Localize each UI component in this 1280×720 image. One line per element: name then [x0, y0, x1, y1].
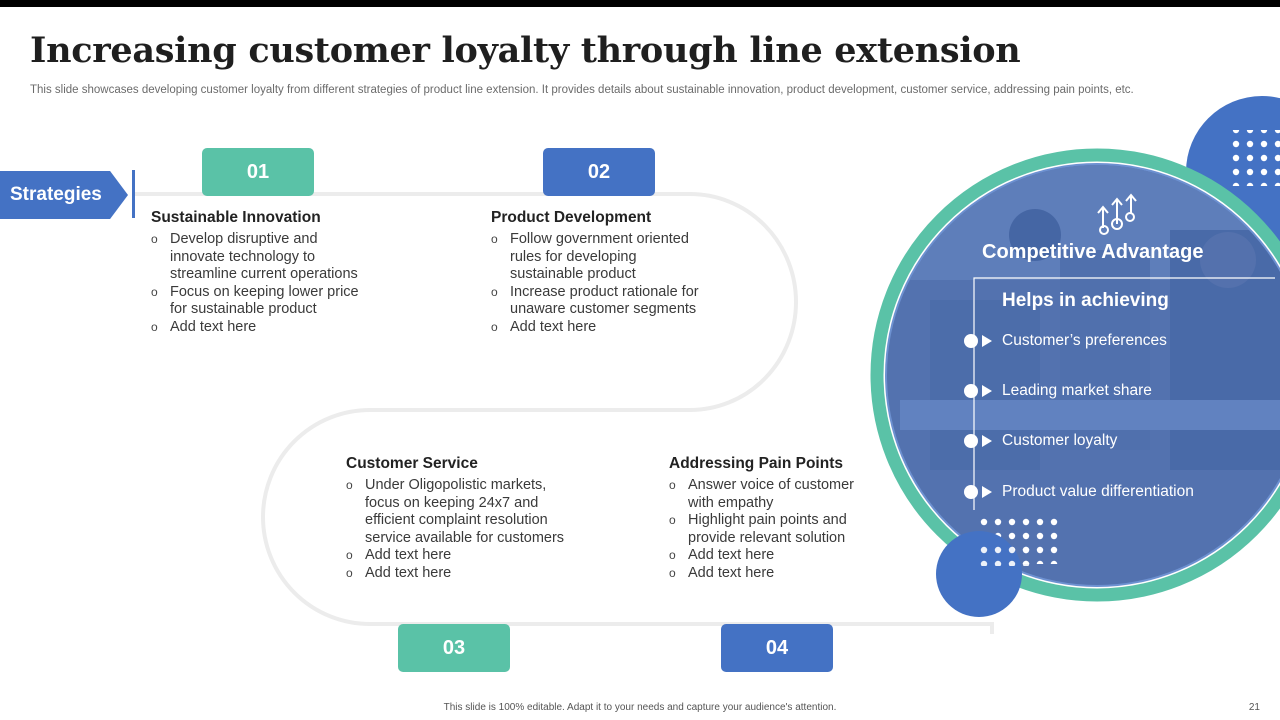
bullet-text-line: Answer voice of customer [688, 477, 855, 493]
bullet-text-line: with empathy [688, 494, 774, 511]
bullet-item: o Add text here [346, 547, 564, 565]
bullet-text-line: Add text here [688, 564, 775, 581]
bullet-text-line: Add text here [170, 318, 257, 335]
bullet-marker: o [346, 478, 353, 492]
bullet-text-line: Highlight pain points and [688, 512, 847, 529]
bullet-text-line: Add text here [365, 547, 452, 564]
bullet-item: o Add text here [669, 565, 854, 583]
step-number-02: 02 [543, 148, 655, 196]
bullet-text-line: service available for customers [365, 529, 565, 546]
step-number-03: 03 [398, 624, 510, 672]
decor-dots-top [1230, 130, 1280, 186]
bullet-marker: o [151, 319, 158, 334]
top-bar [0, 0, 1280, 7]
bullet-marker: o [669, 513, 676, 528]
strategies-divider [132, 170, 135, 218]
bullet-text-line: sustainable product [510, 266, 636, 283]
competitive-advantage-title: Competitive Advantage [982, 241, 1204, 263]
bullet-item: o Add text here [151, 319, 359, 337]
helps-heading: Helps in achieving [1002, 290, 1169, 311]
bullet-item: o Add text here [346, 565, 564, 583]
advantage-item: Customer loyalty [1002, 432, 1118, 449]
step-number-01: 01 [202, 148, 314, 196]
page-number: 21 [1248, 702, 1260, 713]
bullet-text-line: Add text here [365, 564, 452, 581]
bullet-marker: o [346, 565, 353, 580]
strategies-tag: Strategies [0, 171, 128, 219]
bullet-text-line: Add text here [688, 547, 775, 564]
advantage-item: Product value differentiation [1002, 483, 1194, 500]
bullet-text-line: Focus on keeping lower price [170, 283, 359, 300]
bullet-text-line: efficient complaint resolution [365, 512, 548, 529]
bullet-text-line: Follow government oriented [510, 231, 689, 247]
bullet-text-line: provide relevant solution [688, 529, 846, 546]
bullet-item: o Add text here [491, 319, 699, 337]
bullet-text-line: Develop disruptive and [170, 231, 318, 247]
step-block-customer-service: Customer Service o Under Oligopolistic ma… [346, 455, 564, 583]
page-subtitle: This slide showcases developing customer… [30, 84, 1134, 96]
list-markers [964, 334, 992, 499]
bullet-text-line: innovate technology to [170, 248, 316, 265]
advantage-item: Leading market share [1002, 382, 1152, 399]
step-heading: Product Development [491, 209, 652, 226]
advantage-item: Customer’s preferences [1002, 332, 1167, 349]
bullet-text-line: for sustainable product [170, 301, 317, 318]
bullet-marker: o [346, 548, 353, 563]
strategies-label: Strategies [10, 184, 102, 205]
step-block-addressing-pain-points: Addressing Pain Points o Answer voice of … [669, 455, 854, 583]
growth-arrows-gears-icon [1097, 193, 1137, 235]
step-heading: Addressing Pain Points [669, 455, 843, 472]
bullet-item: o Add text here [669, 547, 854, 565]
step-bullets: o Under Oligopolistic markets,focus on ke… [346, 477, 564, 583]
bullet-text-line: streamline current operations [170, 266, 358, 283]
bullet-item: o Under Oligopolistic markets,focus on ke… [346, 477, 564, 547]
bullet-marker: o [669, 548, 676, 563]
bullet-text-line: Under Oligopolistic markets, [365, 477, 547, 493]
bullet-marker: o [151, 284, 158, 299]
bullet-marker: o [151, 232, 158, 246]
step-block-product-development: Product Development o Follow government o… [491, 209, 699, 337]
bullet-text-line: unaware customer segments [510, 301, 697, 318]
bullet-marker: o [669, 478, 676, 492]
bullet-text-line: focus on keeping 24x7 and [365, 494, 539, 511]
step-number-04: 04 [721, 624, 833, 672]
page-title: Increasing customer loyalty through line… [30, 30, 1021, 71]
step-heading: Customer Service [346, 455, 478, 472]
bullet-marker: o [491, 284, 498, 299]
step-block-sustainable-innovation: Sustainable Innovation o Develop disrupti… [151, 209, 359, 337]
bullet-text-line: rules for developing [510, 248, 637, 265]
bullet-marker: o [491, 232, 498, 246]
footer-note: This slide is 100% editable. Adapt it to… [443, 702, 837, 713]
step-heading: Sustainable Innovation [151, 209, 321, 226]
bullet-marker: o [669, 565, 676, 580]
bullet-text-line: Add text here [510, 318, 597, 335]
bullet-marker: o [491, 319, 498, 334]
bullet-text-line: Increase product rationale for [510, 283, 699, 300]
